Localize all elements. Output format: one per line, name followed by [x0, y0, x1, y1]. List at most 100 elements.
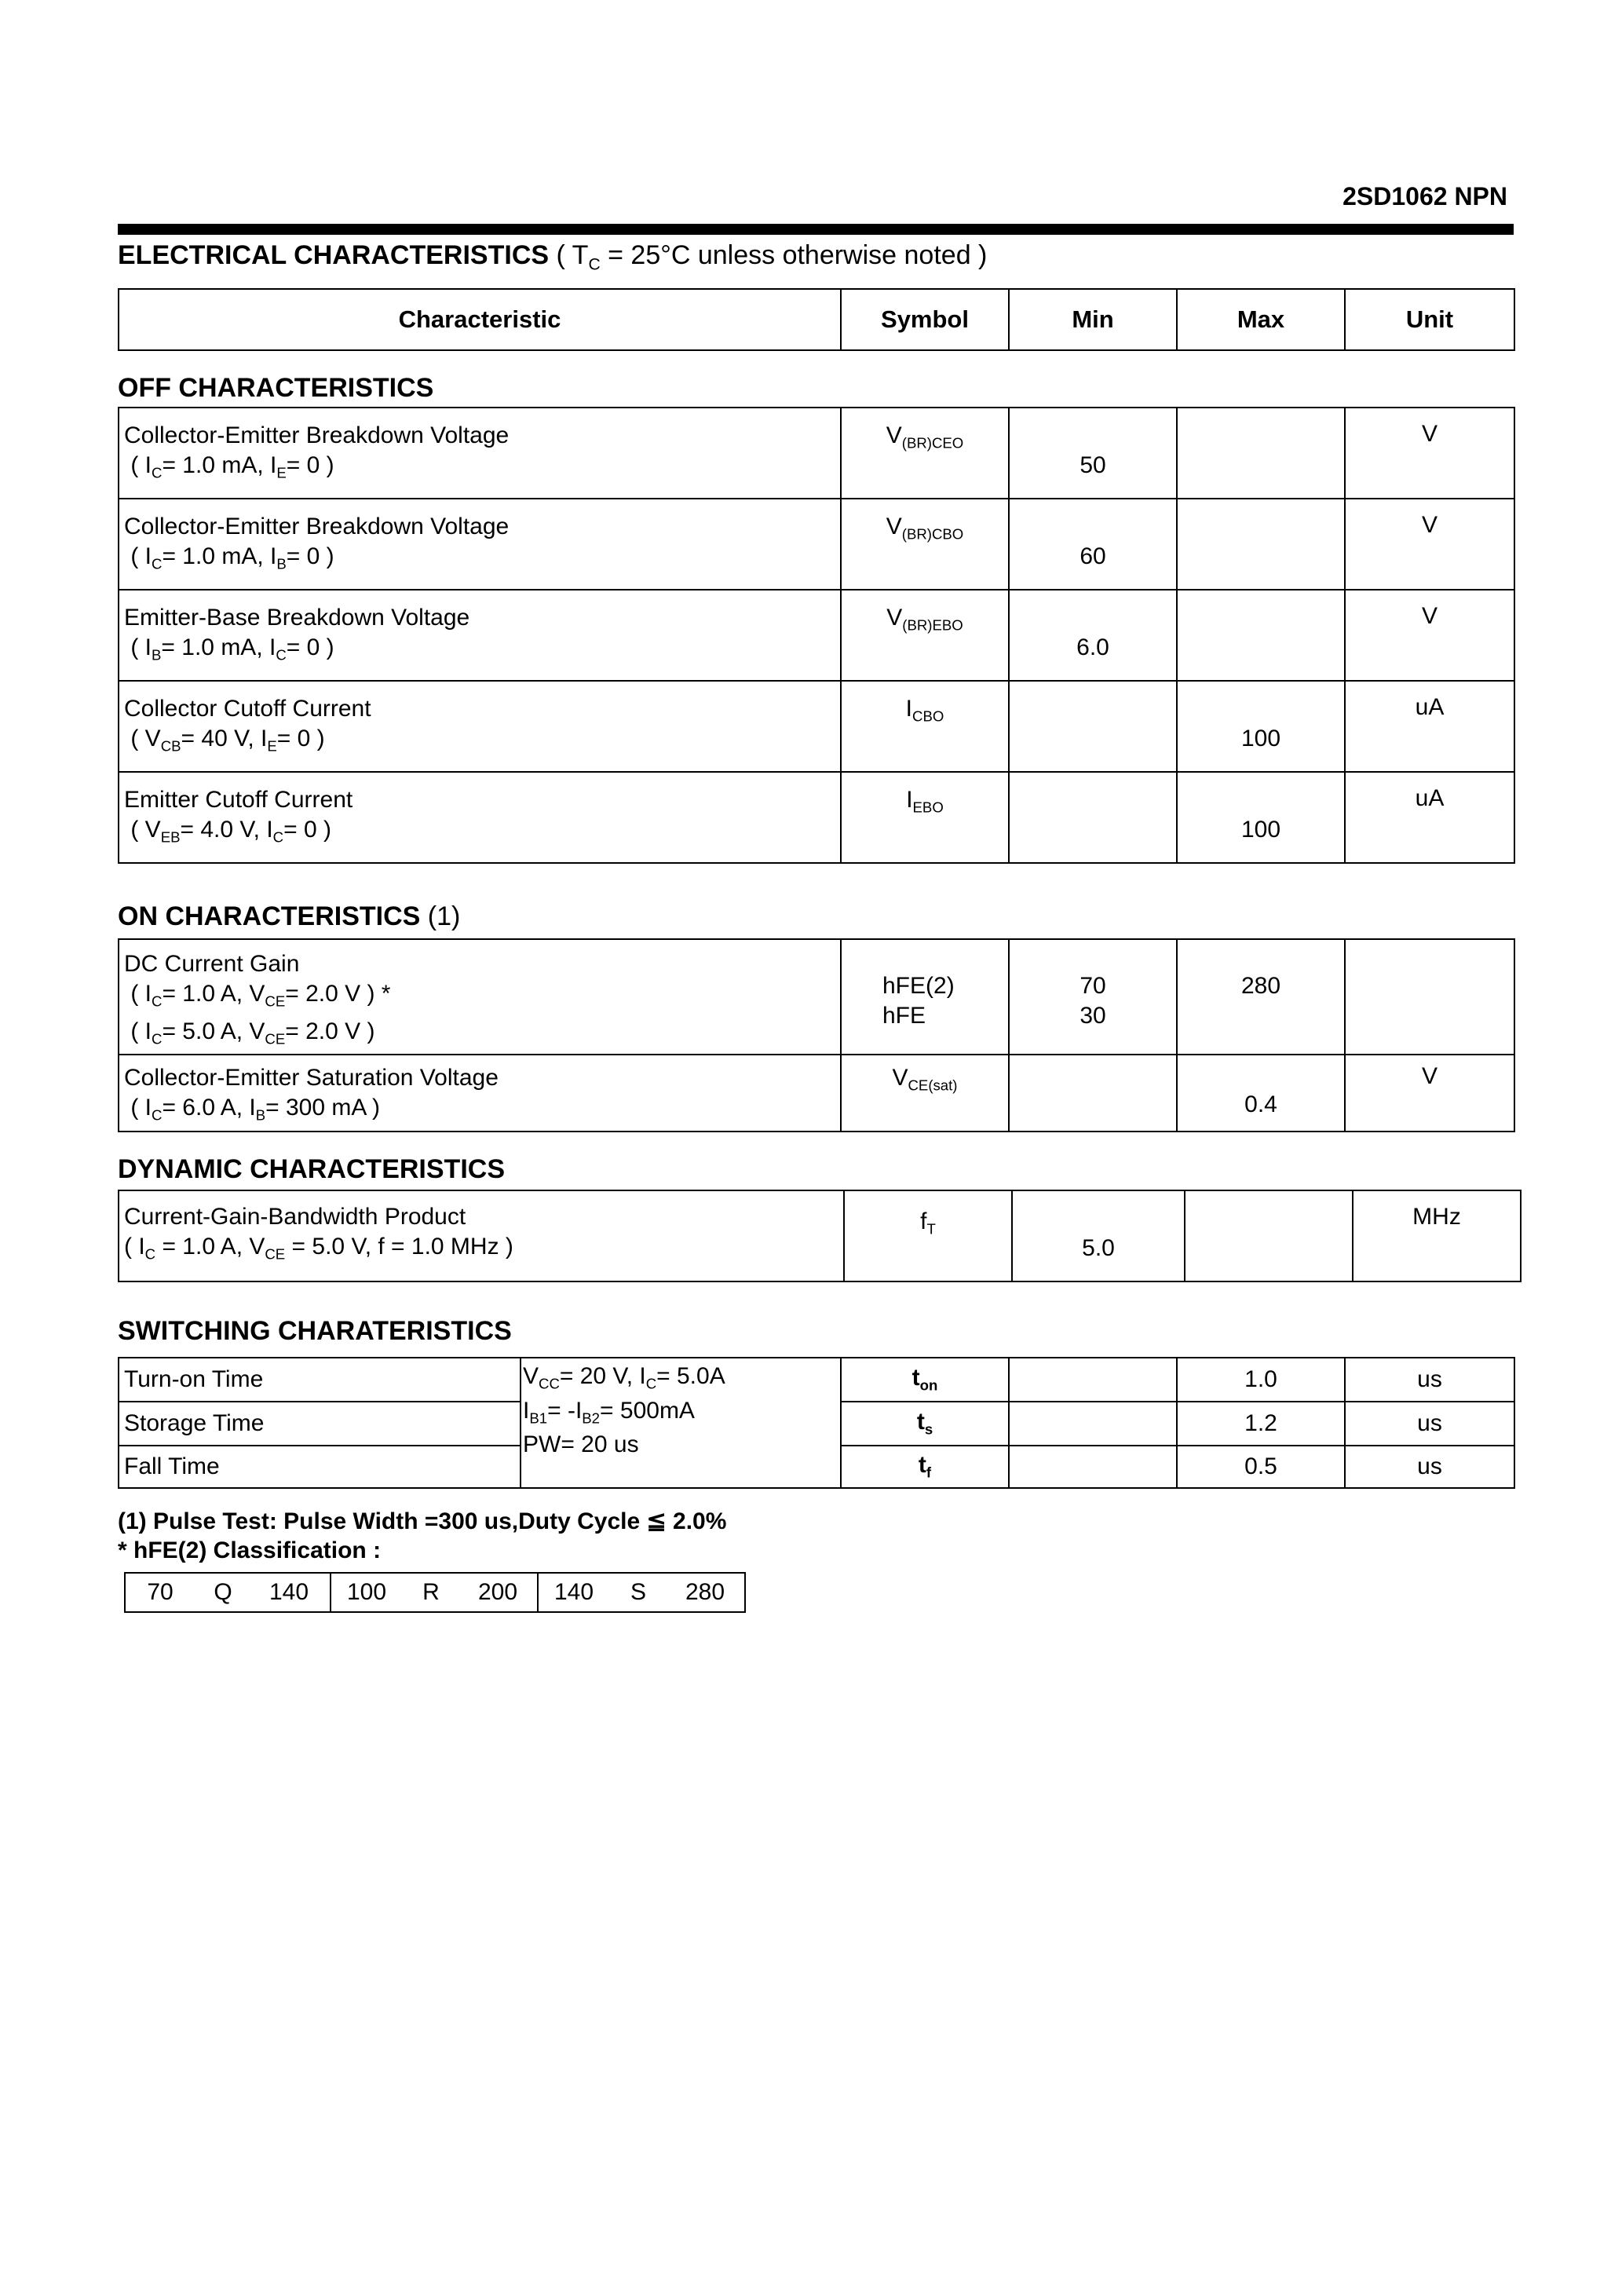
class-high: 140 [269, 1579, 309, 1605]
unit-cell: MHz [1352, 1190, 1522, 1282]
class-grade: S [630, 1579, 646, 1605]
page-title: ELECTRICAL CHARACTERISTICS ( TC = 25°C u… [118, 240, 987, 274]
col-max: Max [1176, 288, 1346, 351]
characteristic-name: Emitter-Base Breakdown Voltage [124, 605, 470, 631]
symbol-cell: V(BR)CBO [840, 498, 1010, 590]
on-section-title: ON CHARACTERISTICS (1) [118, 901, 460, 932]
cond-sub: C [588, 255, 601, 274]
switching-conditions: VCC= 20 V, IC= 5.0A IB1= -IB2= 500mA PW=… [520, 1357, 842, 1489]
column-header-table: Characteristic Symbol Min Max Unit [118, 288, 1515, 351]
characteristic-name: Collector-Emitter Breakdown Voltage [124, 422, 510, 448]
characteristic-name: Collector-Emitter Saturation Voltage [124, 1065, 499, 1091]
symbol-cell: ICBO [840, 680, 1010, 773]
unit-cell: V [1344, 498, 1515, 590]
unit-cell: uA [1344, 680, 1515, 773]
min-cell: 70 30 [1008, 938, 1178, 1055]
min-cell [1008, 1445, 1178, 1489]
table-row: Emitter Cutoff Current ( VEB= 4.0 V, IC=… [118, 771, 1515, 864]
table-row: Turn-on Time VCC= 20 V, IC= 5.0A IB1= -I… [118, 1357, 1515, 1489]
switching-name: Fall Time [118, 1445, 521, 1489]
min-value-1: 70 [1080, 973, 1106, 999]
class-low: 140 [553, 1579, 594, 1605]
test-condition: ( IC= 5.0 A, VCE= 2.0 V ) [130, 1018, 375, 1047]
class-high: 200 [477, 1579, 518, 1605]
characteristic-name: Collector-Emitter Breakdown Voltage [124, 514, 510, 539]
characteristic-cell: Current-Gain-Bandwidth Product ( IC = 1.… [118, 1190, 845, 1282]
characteristic-cell: Collector-Emitter Breakdown Voltage ( IC… [118, 498, 842, 590]
switching-name: Storage Time [118, 1401, 521, 1446]
unit-cell: V [1344, 1054, 1515, 1132]
on-table: DC Current Gain ( IC= 1.0 A, VCE= 2.0 V … [118, 938, 1515, 1132]
max-cell [1176, 407, 1346, 499]
title-condition: ( TC = 25°C unless otherwise noted ) [556, 240, 988, 274]
on-title-text: ON CHARACTERISTICS [118, 901, 421, 931]
characteristic-name: Emitter Cutoff Current [124, 787, 353, 813]
unit-cell: V [1344, 589, 1515, 682]
table-row: Storage Time ts 1.2 us [118, 1401, 1515, 1446]
condition-line-2: IB1= -IB2= 500mA [523, 1397, 695, 1427]
switching-symbol: ton [840, 1357, 1010, 1402]
characteristic-cell: Emitter-Base Breakdown Voltage ( IB= 1.0… [118, 589, 842, 682]
cond-rest: = 25°C unless otherwise noted ) [600, 240, 988, 270]
class-low: 100 [346, 1579, 387, 1605]
switching-symbol: tf [840, 1445, 1010, 1489]
col-min: Min [1008, 288, 1178, 351]
characteristic-name: Collector Cutoff Current [124, 696, 371, 722]
cond-open: ( T [556, 240, 589, 270]
test-condition: ( IC = 1.0 A, VCE = 5.0 V, f = 1.0 MHz ) [124, 1234, 513, 1263]
switching-symbol: ts [840, 1401, 1010, 1446]
max-cell: 0.5 [1176, 1445, 1346, 1489]
min-cell: 50 [1008, 407, 1178, 499]
max-cell [1176, 589, 1346, 682]
part-number: 2SD1062 NPN [1343, 182, 1507, 210]
switching-name: Turn-on Time [118, 1357, 521, 1402]
dynamic-section-title: DYNAMIC CHARACTERISTICS [118, 1154, 505, 1184]
min-cell [1008, 1054, 1178, 1132]
max-cell: 100 [1176, 771, 1346, 864]
max-value-1: 280 [1240, 973, 1281, 999]
max-cell: 1.0 [1176, 1357, 1346, 1402]
min-cell [1008, 1357, 1178, 1402]
symbol-cell: VCE(sat) [840, 1054, 1010, 1132]
class-grade: Q [214, 1579, 232, 1605]
test-condition: ( VCB= 40 V, IE= 0 ) [130, 726, 325, 755]
characteristic-cell: Collector-Emitter Saturation Voltage ( I… [118, 1054, 842, 1132]
max-cell: 100 [1176, 680, 1346, 773]
title-text: ELECTRICAL CHARACTERISTICS [118, 240, 550, 270]
symbol-hfe: hFE [882, 1003, 926, 1029]
test-condition: ( IC= 1.0 A, VCE= 2.0 V ) * [130, 981, 391, 1010]
off-section-title: OFF CHARACTERISTICS [118, 373, 434, 403]
condition-line-3: PW= 20 us [523, 1431, 639, 1457]
class-high: 280 [685, 1579, 725, 1605]
on-title-note: (1) [427, 901, 461, 931]
max-cell: 0.4 [1176, 1054, 1346, 1132]
unit-cell: us [1344, 1401, 1515, 1446]
table-row: DC Current Gain ( IC= 1.0 A, VCE= 2.0 V … [118, 938, 1515, 1055]
characteristic-cell: Emitter Cutoff Current ( VEB= 4.0 V, IC=… [118, 771, 842, 864]
unit-cell: us [1344, 1357, 1515, 1402]
classification-note: * hFE(2) Classification : [118, 1537, 382, 1563]
max-cell: 280 [1176, 938, 1346, 1055]
class-cell-q: 70 Q 140 [124, 1572, 331, 1613]
test-condition: ( VEB= 4.0 V, IC= 0 ) [130, 817, 331, 846]
condition-line-1: VCC= 20 V, IC= 5.0A [523, 1363, 725, 1392]
symbol-cell: IEBO [840, 771, 1010, 864]
col-unit: Unit [1344, 288, 1515, 351]
switching-section-title: SWITCHING CHARATERISTICS [118, 1316, 512, 1346]
max-cell: 1.2 [1176, 1401, 1346, 1446]
test-condition: ( IC= 1.0 mA, IE= 0 ) [130, 452, 334, 481]
switching-table: Turn-on Time VCC= 20 V, IC= 5.0A IB1= -I… [118, 1357, 1515, 1489]
characteristic-name: DC Current Gain [124, 951, 300, 977]
class-low: 70 [147, 1579, 174, 1605]
min-cell: 6.0 [1008, 589, 1178, 682]
characteristic-name: Current-Gain-Bandwidth Product [124, 1204, 466, 1230]
table-row: Collector-Emitter Saturation Voltage ( I… [118, 1054, 1515, 1132]
symbol-cell: fT [843, 1190, 1013, 1282]
symbol-cell: hFE(2) hFE [840, 938, 1010, 1055]
unit-cell: V [1344, 407, 1515, 499]
min-value-2: 30 [1080, 1003, 1106, 1029]
table-row: Collector-Emitter Breakdown Voltage ( IC… [118, 407, 1515, 499]
test-condition: ( IC= 1.0 mA, IB= 0 ) [130, 543, 334, 572]
